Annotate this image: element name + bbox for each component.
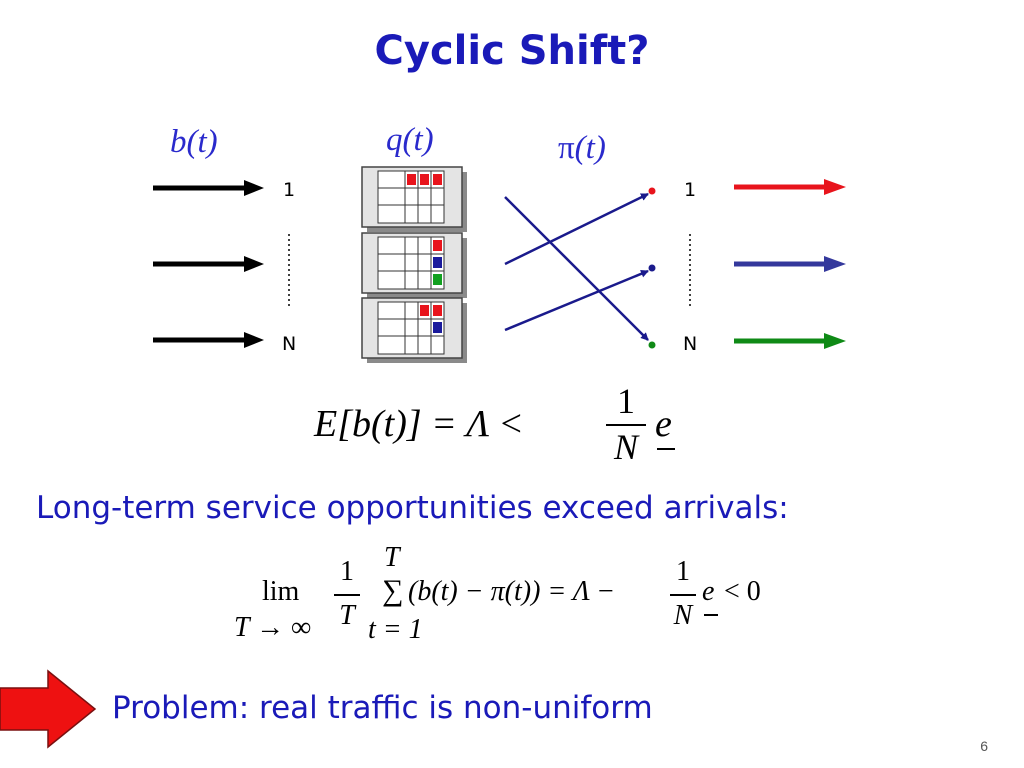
output-dot-n bbox=[648, 341, 656, 349]
eq2-frac1-bar bbox=[334, 594, 360, 596]
voq-block-2 bbox=[361, 232, 467, 298]
problem-arrow bbox=[0, 669, 97, 749]
eq2-e-underline bbox=[704, 614, 718, 616]
eq1-fraction-numerator: 1 bbox=[617, 381, 635, 421]
eq2-lim-subscript: T → ∞ bbox=[234, 612, 312, 643]
eq2-frac1-numerator: 1 bbox=[340, 556, 354, 587]
voq-block-1 bbox=[361, 166, 467, 232]
packet-red bbox=[433, 174, 442, 185]
output-arrow-blue bbox=[734, 256, 846, 272]
packet-red bbox=[420, 305, 429, 316]
eq2-sum-symbol: ∑ bbox=[382, 574, 404, 607]
eq2-frac2-bar bbox=[670, 594, 696, 596]
packet-red bbox=[420, 174, 429, 185]
label-pi-t: π(t) bbox=[558, 130, 606, 167]
input-arrow-1 bbox=[153, 180, 264, 196]
eq2-lim: lim bbox=[262, 576, 300, 607]
eq1-fraction-bar bbox=[606, 424, 646, 426]
statement-text: Long-term service opportunities exceed a… bbox=[36, 490, 789, 526]
packet-red bbox=[433, 240, 442, 251]
pi-argument: (t) bbox=[574, 130, 606, 166]
packet-blue bbox=[433, 322, 442, 333]
input-port-n-label: N bbox=[282, 333, 297, 355]
output-arrow-green bbox=[734, 333, 846, 349]
equation-expected-arrivals: E[b(t)] = Λ < 1 N e bbox=[314, 380, 734, 470]
eq2-frac2-numerator: 1 bbox=[676, 556, 690, 587]
slide-title: Cyclic Shift? bbox=[374, 28, 650, 74]
eq2-tail: < 0 bbox=[724, 576, 761, 607]
input-arrow-n bbox=[153, 332, 264, 348]
pi-symbol: π bbox=[558, 130, 575, 166]
output-arrow-red bbox=[734, 179, 846, 195]
eq2-body: (b(t) − π(t)) = Λ − bbox=[408, 576, 616, 607]
eq1-lhs: E[b(t)] = Λ < bbox=[314, 403, 524, 445]
packet-red bbox=[433, 305, 442, 316]
eq2-sum-lower: t = 1 bbox=[368, 614, 423, 645]
eq2-frac2-denominator: N bbox=[673, 600, 693, 631]
permutation-line-2 bbox=[504, 192, 649, 266]
equation-long-term-limit: lim T → ∞ 1 T T ∑ t = 1 (b(t) − π(t)) = … bbox=[228, 542, 788, 658]
eq2-sum-upper: T bbox=[384, 542, 400, 573]
packet-red bbox=[407, 174, 416, 185]
label-q-t: q(t) bbox=[386, 122, 434, 158]
output-port-1-label: 1 bbox=[684, 179, 697, 201]
eq1-vector-e: e bbox=[655, 403, 672, 445]
permutation-line-3 bbox=[504, 269, 649, 332]
permutation-line-1 bbox=[504, 196, 649, 341]
page-number: 6 bbox=[980, 738, 988, 754]
output-port-n-label: N bbox=[683, 333, 698, 355]
voq-block-3 bbox=[361, 297, 467, 363]
eq1-e-underline bbox=[657, 448, 675, 450]
packet-green bbox=[433, 274, 442, 285]
input-port-1-label: 1 bbox=[283, 179, 296, 201]
eq2-vector-e: e bbox=[702, 576, 715, 607]
output-dot-2 bbox=[648, 264, 656, 272]
label-b-t: b(t) bbox=[170, 124, 218, 160]
eq1-fraction-denominator: N bbox=[613, 427, 638, 467]
output-dot-1 bbox=[648, 187, 656, 195]
eq2-frac1-denominator: T bbox=[339, 600, 355, 631]
problem-text: Problem: real traffic is non-uniform bbox=[112, 690, 653, 726]
input-arrow-2 bbox=[153, 256, 264, 272]
packet-blue bbox=[433, 257, 442, 268]
